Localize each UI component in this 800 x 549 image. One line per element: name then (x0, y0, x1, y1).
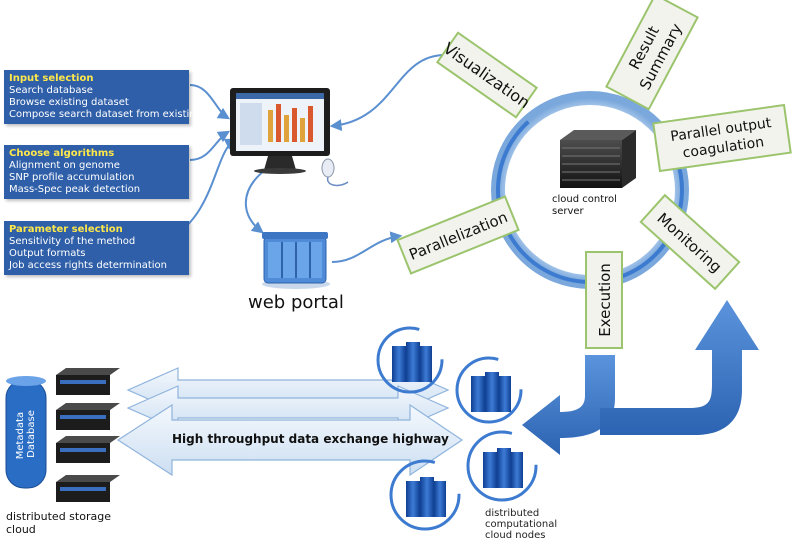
choose-algorithms-box: Choose algorithms Alignment on genome SN… (4, 145, 189, 199)
compute-nodes-label-line: distributed (485, 508, 540, 519)
connector-monitor-to-portal (244, 169, 266, 234)
cloud-server-label-line: server (552, 206, 584, 217)
choose-algorithms-item: Alignment on genome (9, 160, 120, 171)
parameter-selection-item: Sensitivity of the method (9, 236, 136, 247)
storage-label: distributed storage cloud (6, 510, 111, 536)
input-selection-item: Browse existing dataset (9, 97, 129, 108)
compute-nodes-label-line: computational (485, 519, 558, 530)
stage-visualization: Visualization (435, 31, 539, 119)
execution-down-arrow (522, 355, 615, 455)
storage-server-4 (56, 475, 120, 502)
stage-parallel-output: Parallel output coagulation (652, 103, 792, 173)
storage-label-line: distributed storage (6, 510, 111, 523)
choose-algorithms-item: Mass-Spec peak detection (9, 184, 141, 195)
compute-node-1 (376, 326, 444, 394)
parameter-selection-box: Parameter selection Sensitivity of the m… (4, 221, 189, 275)
monitoring-up-arrow (600, 300, 759, 435)
storage-server-3 (56, 436, 120, 463)
highway-arrow-1 (116, 403, 464, 477)
svg-text:Execution: Execution (596, 263, 614, 337)
input-selection-item: Compose search dataset from existing (9, 109, 202, 120)
compute-node-2 (455, 356, 523, 424)
connector-visualization-to-monitor (329, 54, 446, 132)
highway-label: High throughput data exchange highway (172, 432, 449, 446)
compute-node-4 (389, 459, 461, 531)
cloud-server-label-line: cloud control (552, 194, 617, 205)
parameter-selection-item: Output formats (9, 248, 86, 259)
web-portal-icon (262, 232, 330, 289)
svg-text:Metadata Database: Metadata Database (15, 409, 37, 460)
storage-label-line: cloud (6, 523, 36, 536)
web-portal-label: web portal (248, 292, 344, 313)
choose-algorithms-heading: Choose algorithms (9, 148, 115, 159)
input-selection-box: Input selection Search database Browse e… (4, 70, 202, 124)
connector-input-to-monitor (189, 84, 231, 120)
choose-algorithms-item: SNP profile accumulation (9, 172, 135, 183)
parameter-selection-item: Job access rights determination (9, 260, 168, 271)
connector-algorithms-to-monitor (189, 130, 231, 161)
compute-nodes-label: distributed computational cloud nodes (485, 508, 557, 541)
compute-node-3 (466, 430, 538, 502)
stage-result-summary: Result Summary (605, 0, 699, 111)
parameter-selection-heading: Parameter selection (9, 224, 123, 235)
storage-server-1 (56, 368, 120, 395)
stage-execution: Execution (585, 251, 623, 349)
stage-parallelization: Parallelization (396, 195, 520, 275)
input-selection-item: Search database (9, 85, 93, 96)
input-selection-heading: Input selection (9, 73, 94, 84)
compute-nodes-label-line: cloud nodes (485, 530, 546, 541)
connector-portal-to-parallelization (331, 231, 403, 263)
cloud-server-label: cloud control server (552, 194, 617, 218)
storage-server-2 (56, 403, 120, 430)
monitor-icon (230, 88, 349, 187)
metadata-database-icon: Metadata Database (5, 376, 47, 489)
cloud-server-icon (560, 130, 636, 188)
